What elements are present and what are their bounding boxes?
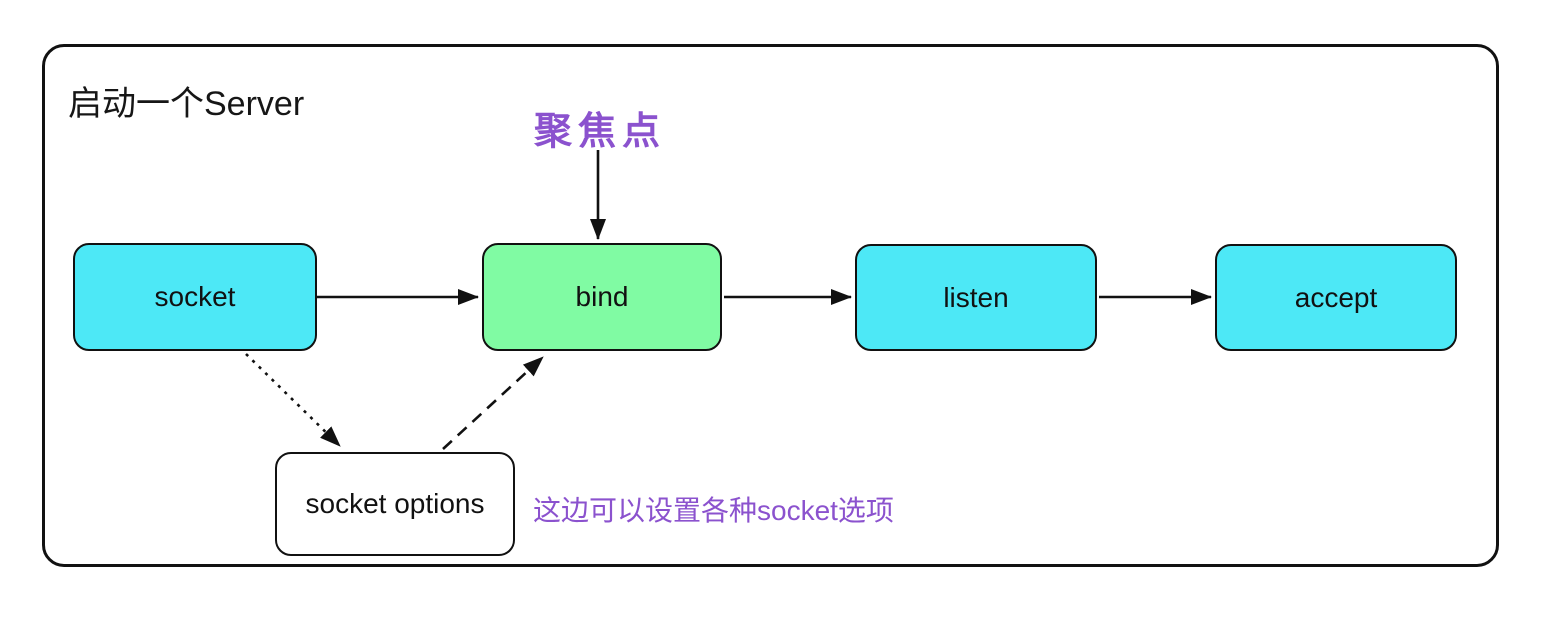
diagram-title: 启动一个Server (68, 85, 305, 123)
node-bind: bind (482, 243, 722, 351)
node-listen: listen (855, 244, 1097, 351)
node-socket-options: socket options (275, 452, 515, 556)
node-accept: accept (1215, 244, 1457, 351)
options-annotation: 这边可以设置各种socket选项 (533, 495, 894, 526)
diagram-frame (42, 44, 1499, 567)
focus-annotation: 聚焦点 (533, 111, 666, 153)
node-socket: socket (73, 243, 317, 351)
